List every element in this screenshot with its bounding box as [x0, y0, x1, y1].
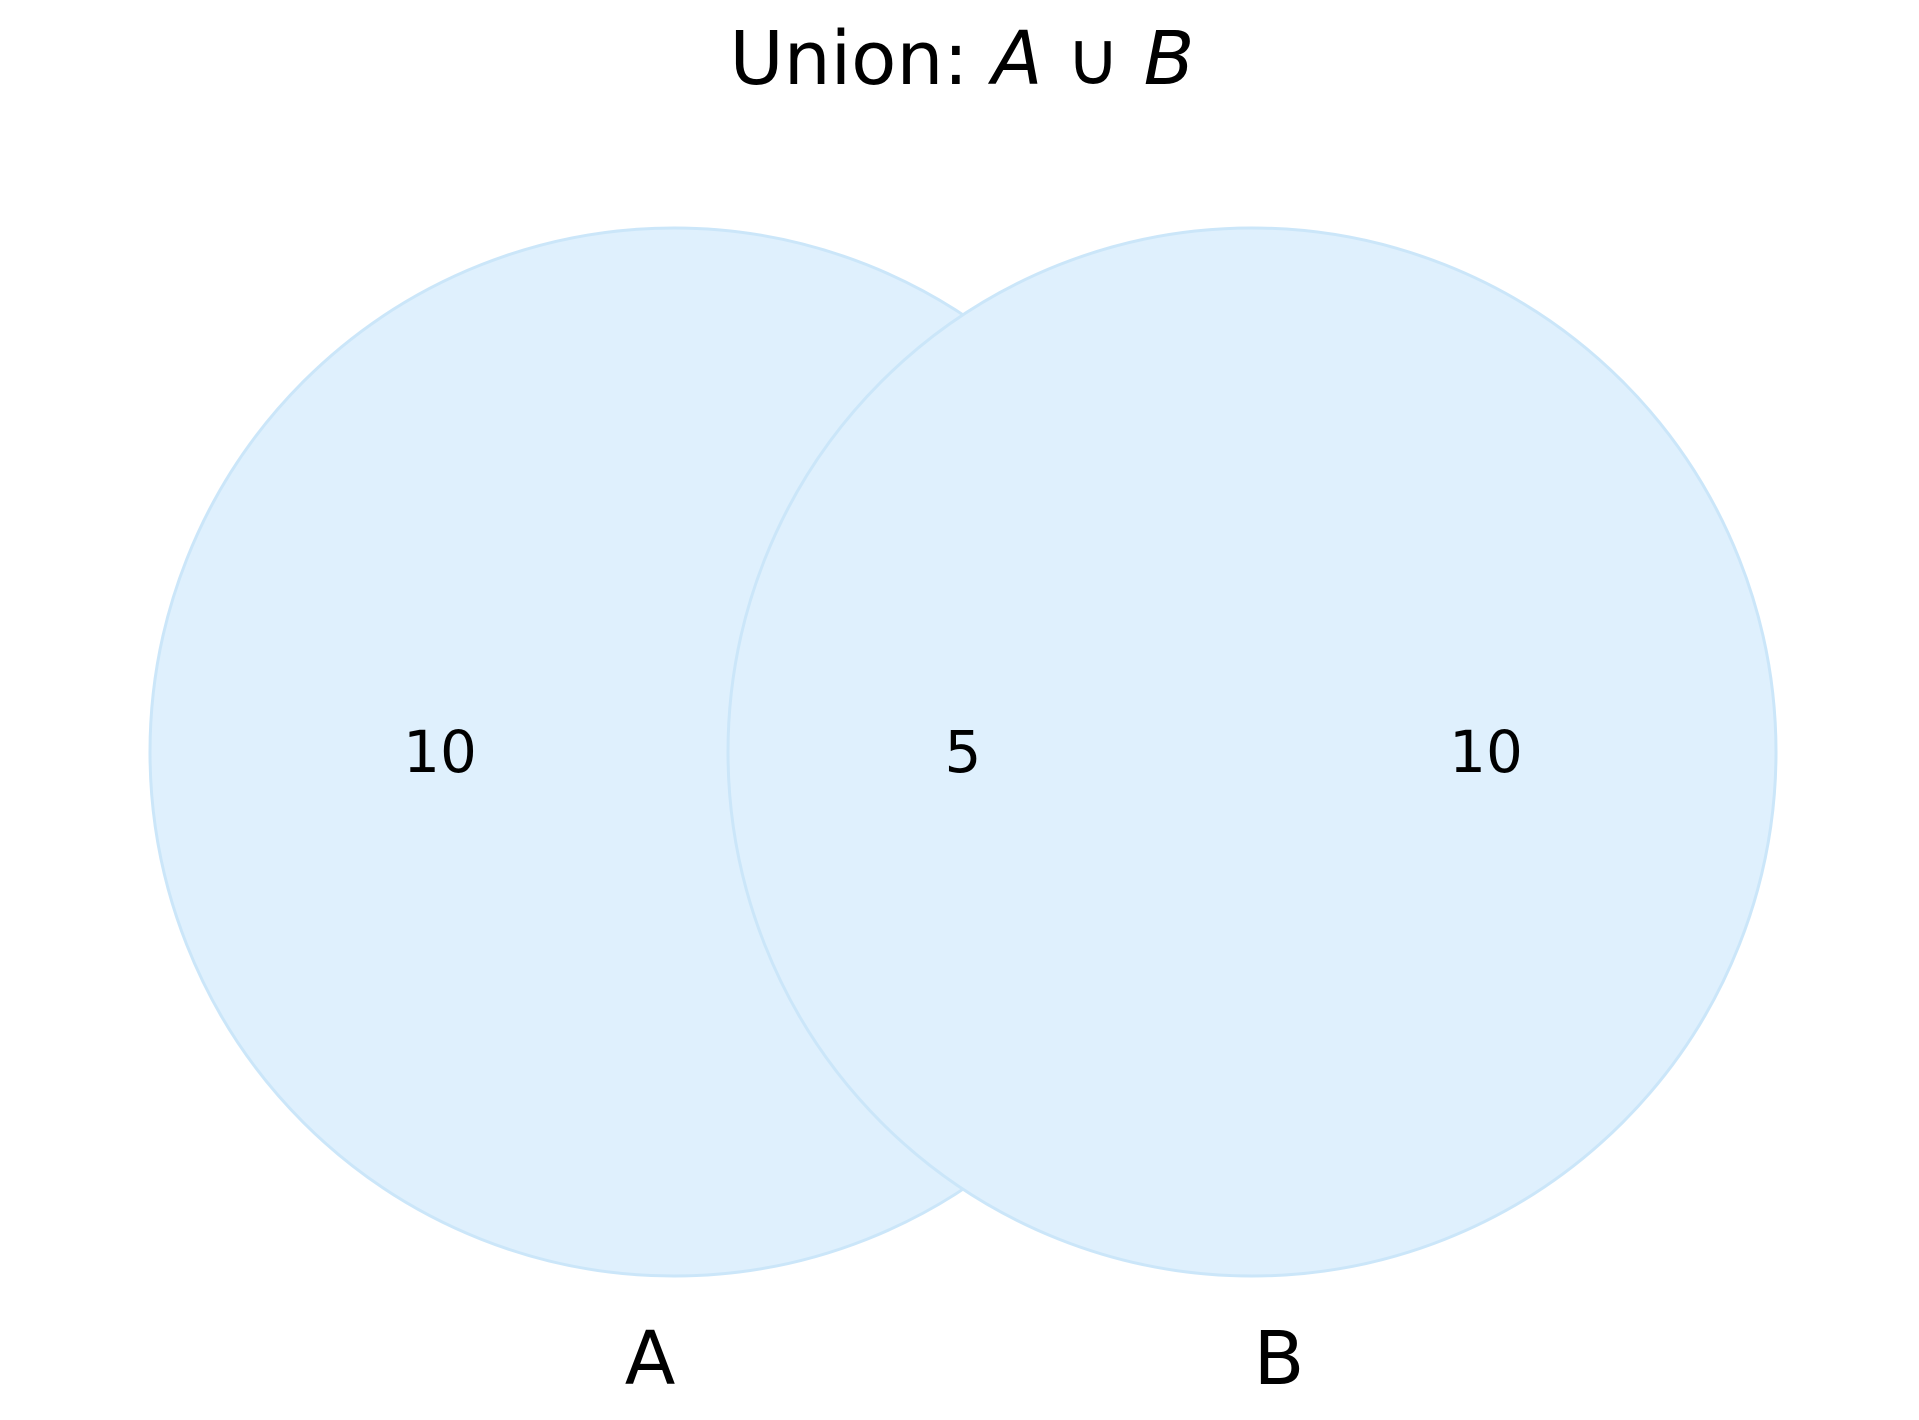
title-prefix: Union: — [730, 16, 992, 102]
title-operator: ∪ — [1042, 16, 1143, 102]
diagram-title: Union: A ∪ B — [730, 16, 1195, 102]
title-set-a: A — [988, 16, 1043, 102]
set-b-circle — [726, 226, 1778, 1278]
title-set-b: B — [1144, 16, 1195, 102]
intersection-count: 5 — [945, 718, 982, 786]
set-b-label: B — [1254, 1316, 1305, 1402]
set-a-label: A — [625, 1316, 676, 1402]
set-a-only-count: 10 — [403, 718, 477, 786]
set-b-only-count: 10 — [1449, 718, 1523, 786]
